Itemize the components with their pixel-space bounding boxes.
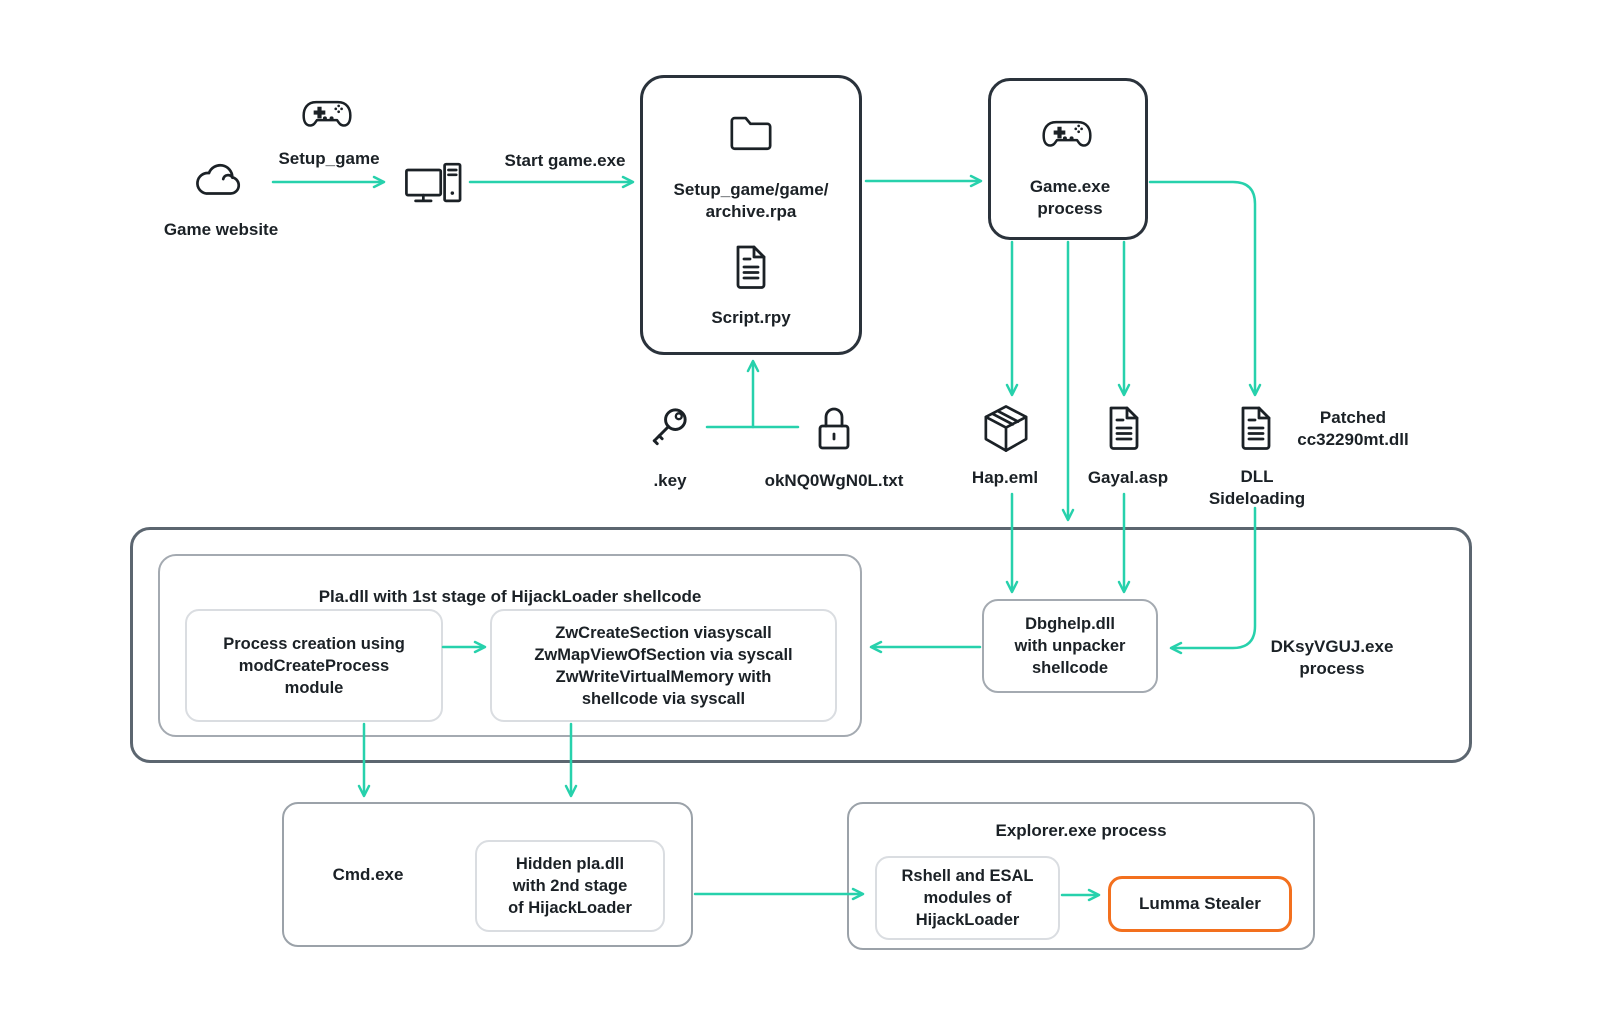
lumma-stealer-box: Lumma Stealer bbox=[1108, 876, 1292, 932]
zw-syscall-box: ZwCreateSection viasyscall ZwMapViewOfSe… bbox=[490, 609, 837, 722]
zw-syscall-line: ZwMapViewOfSection via syscall bbox=[534, 645, 793, 664]
pla-stage1-title: Pla.dll with 1st stage of HijackLoader s… bbox=[318, 587, 702, 606]
process-creation-box: Process creation using modCreateProcess … bbox=[185, 609, 443, 722]
hap-eml-label: Hap.eml bbox=[971, 468, 1039, 487]
setup-archive-box bbox=[640, 75, 862, 355]
lumma-stealer-label: Lumma Stealer bbox=[1139, 894, 1261, 913]
rshell-esal-line: Rshell and ESAL bbox=[901, 867, 1034, 885]
file-icon bbox=[731, 242, 771, 292]
dbghelp-line: with unpacker bbox=[1014, 637, 1126, 655]
rshell-esal-line: modules of bbox=[923, 889, 1012, 907]
dll-sideloading-label: DLL Sideloading bbox=[1208, 467, 1306, 508]
file-icon bbox=[1236, 403, 1276, 453]
process-creation-line: module bbox=[284, 678, 344, 697]
gamepad-icon bbox=[1042, 116, 1092, 150]
key-label: .key bbox=[653, 471, 687, 490]
process-creation-line: Process creation using bbox=[223, 634, 405, 653]
zw-syscall-line: ZwCreateSection viasyscall bbox=[555, 623, 772, 642]
script-rpy-label: Script.rpy bbox=[711, 308, 791, 327]
folder-icon bbox=[728, 112, 774, 151]
zw-syscall-line: ZwWriteVirtualMemory with bbox=[555, 667, 772, 686]
package-icon bbox=[982, 402, 1030, 455]
game-process-label: Game.exe process bbox=[1029, 177, 1111, 218]
archive-path-label: Setup_game/game/ archive.rpa bbox=[673, 180, 829, 221]
cloud-icon bbox=[192, 161, 246, 201]
file-icon bbox=[1104, 403, 1144, 453]
lock-txt-label: okNQ0WgN0L.txt bbox=[764, 471, 904, 490]
hidden-pla-box: Hidden pla.dll with 2nd stage of HijackL… bbox=[475, 840, 665, 932]
dbghelp-line: shellcode bbox=[1031, 659, 1109, 677]
hidden-pla-line: of HijackLoader bbox=[508, 899, 632, 917]
process-creation-line: modCreateProcess bbox=[238, 656, 390, 675]
game-website-label: Game website bbox=[163, 220, 279, 239]
arrow-game-to-dll-sideloading bbox=[1148, 180, 1262, 397]
rshell-esal-box: Rshell and ESAL modules of HijackLoader bbox=[875, 856, 1060, 940]
explorer-process-title: Explorer.exe process bbox=[995, 821, 1167, 840]
gamepad-icon bbox=[302, 96, 352, 130]
patched-dll-label: Patched cc32290mt.dll bbox=[1297, 408, 1409, 449]
start-game-label: Start game.exe bbox=[504, 151, 626, 170]
zw-syscall-line: shellcode via syscall bbox=[581, 689, 746, 708]
key-icon bbox=[645, 404, 692, 452]
hidden-pla-line: Hidden pla.dll bbox=[515, 855, 625, 873]
dbghelp-line: Dbghelp.dll bbox=[1025, 615, 1115, 633]
game-exe-process-box bbox=[988, 78, 1148, 240]
dbghelp-box: Dbghelp.dll with unpacker shellcode bbox=[982, 599, 1158, 693]
lock-icon bbox=[814, 402, 854, 454]
gayal-asp-label: Gayal.asp bbox=[1087, 468, 1169, 487]
dksyvguj-process-label: DKsyVGUJ.exe process bbox=[1270, 637, 1394, 678]
rshell-esal-line: HijackLoader bbox=[915, 911, 1020, 929]
hidden-pla-line: with 2nd stage bbox=[512, 877, 628, 895]
setup-game-label: Setup_game bbox=[278, 149, 380, 168]
cmd-exe-label: Cmd.exe bbox=[332, 865, 404, 884]
computer-icon bbox=[404, 160, 462, 207]
